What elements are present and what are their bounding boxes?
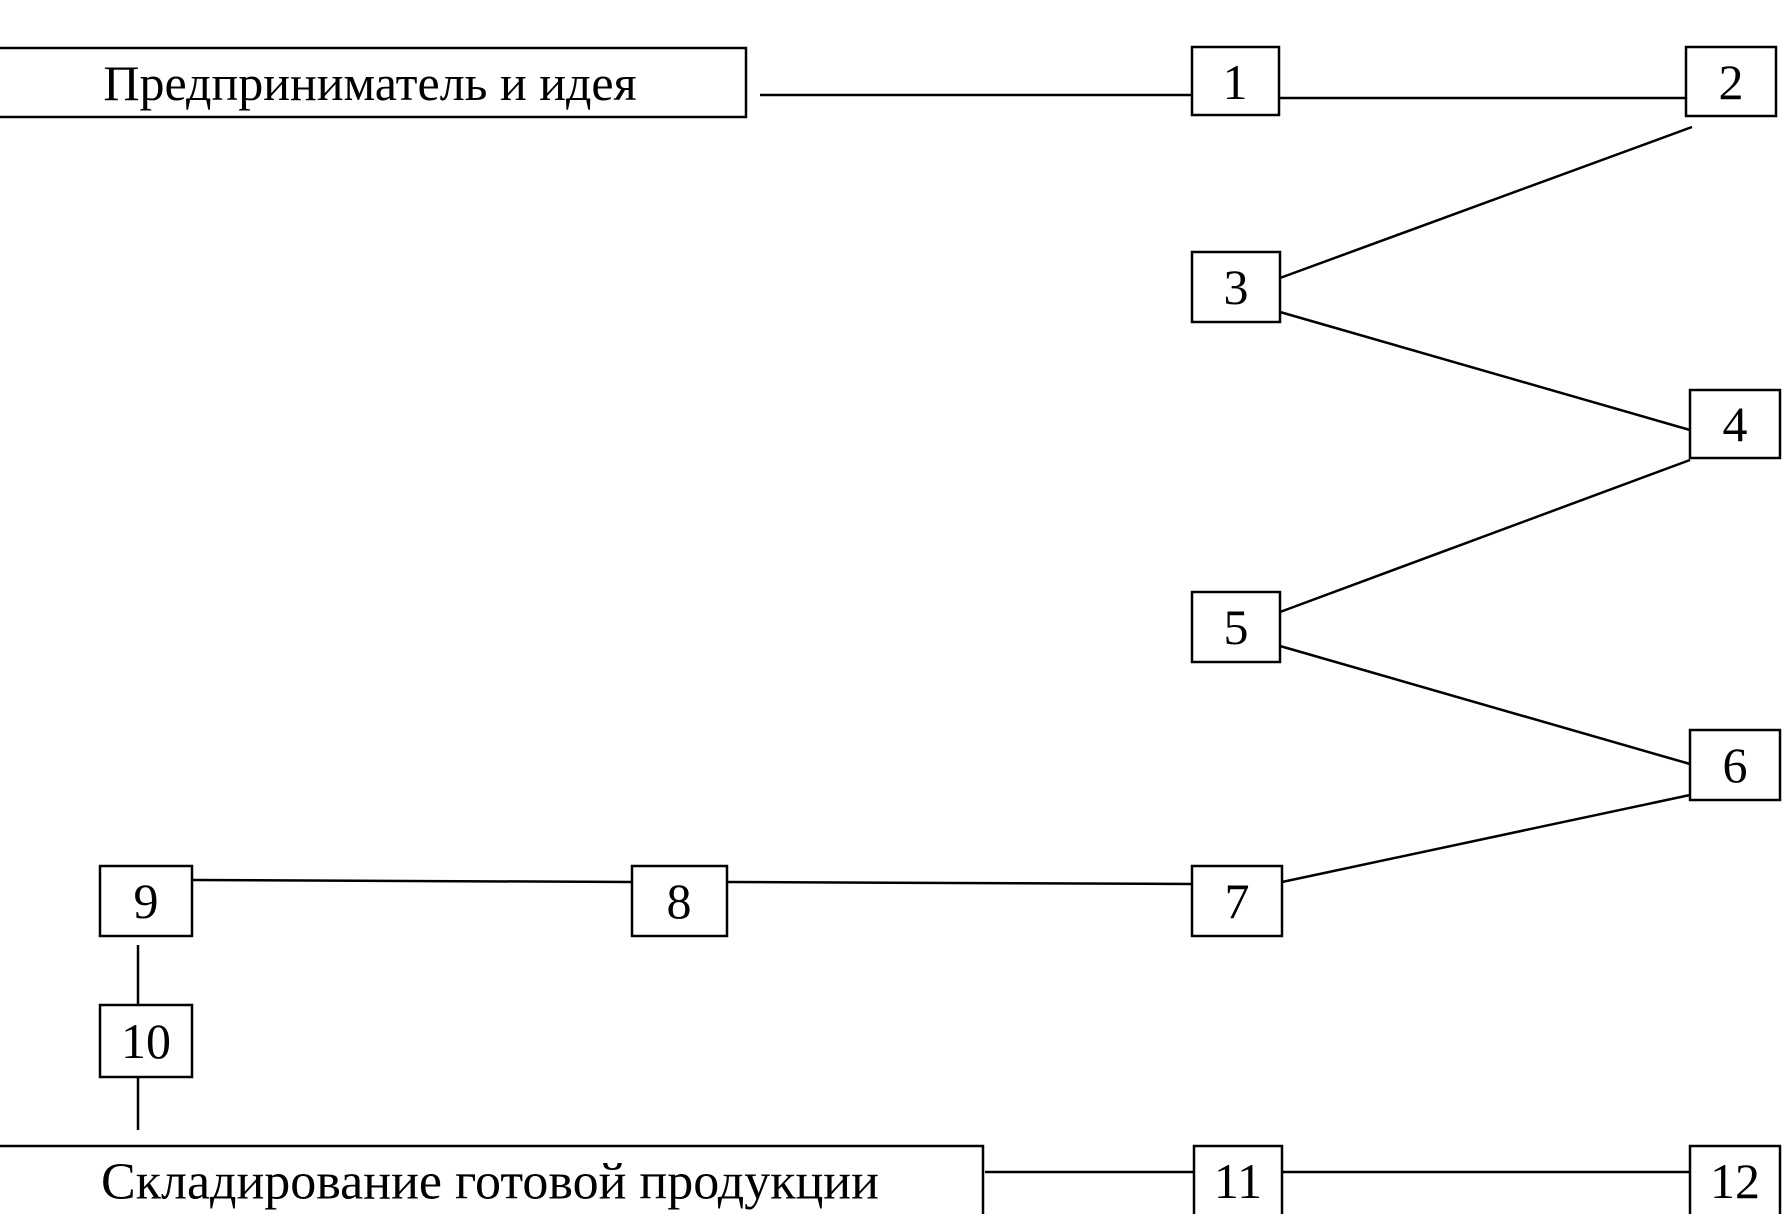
connectors [136, 93, 1693, 1174]
step-5-label: 5 [1224, 599, 1249, 655]
connector-2-3 [1279, 125, 1693, 280]
connector-8-9 [191, 878, 633, 884]
step-2-label: 2 [1719, 54, 1744, 110]
start-node-label: Предприниматель и идея [103, 55, 636, 111]
step-3-label: 3 [1224, 259, 1249, 315]
step-5: 5 [1190, 590, 1282, 664]
step-12-label: 12 [1710, 1153, 1760, 1209]
step-6: 6 [1688, 728, 1782, 802]
connector-6-7 [1281, 793, 1691, 884]
step-6-label: 6 [1723, 737, 1748, 793]
step-3: 3 [1190, 250, 1282, 324]
step-8-label: 8 [667, 873, 692, 929]
step-2: 2 [1684, 45, 1778, 118]
step-1-label: 1 [1223, 54, 1248, 110]
connector-4-5 [1279, 458, 1691, 614]
start-node: Предприниматель и идея [0, 46, 748, 119]
step-12: 12 [1688, 1144, 1782, 1214]
step-4-label: 4 [1723, 396, 1748, 452]
step-7: 7 [1190, 864, 1284, 938]
step-9: 9 [98, 864, 194, 938]
step-10: 10 [98, 1003, 194, 1079]
connector-3-4 [1279, 310, 1691, 432]
step-11: 11 [1192, 1144, 1284, 1214]
step-9-label: 9 [134, 873, 159, 929]
connector-5-6 [1279, 644, 1691, 766]
connector-7-8 [726, 880, 1193, 886]
end-node: Складирование готовой продукции [0, 1144, 985, 1214]
step-7-label: 7 [1225, 873, 1250, 929]
step-1: 1 [1190, 45, 1281, 117]
step-10-label: 10 [121, 1013, 171, 1069]
step-4: 4 [1688, 388, 1782, 460]
step-11-label: 11 [1214, 1153, 1262, 1209]
step-8: 8 [630, 864, 729, 938]
end-node-label: Складирование готовой продукции [101, 1154, 879, 1211]
